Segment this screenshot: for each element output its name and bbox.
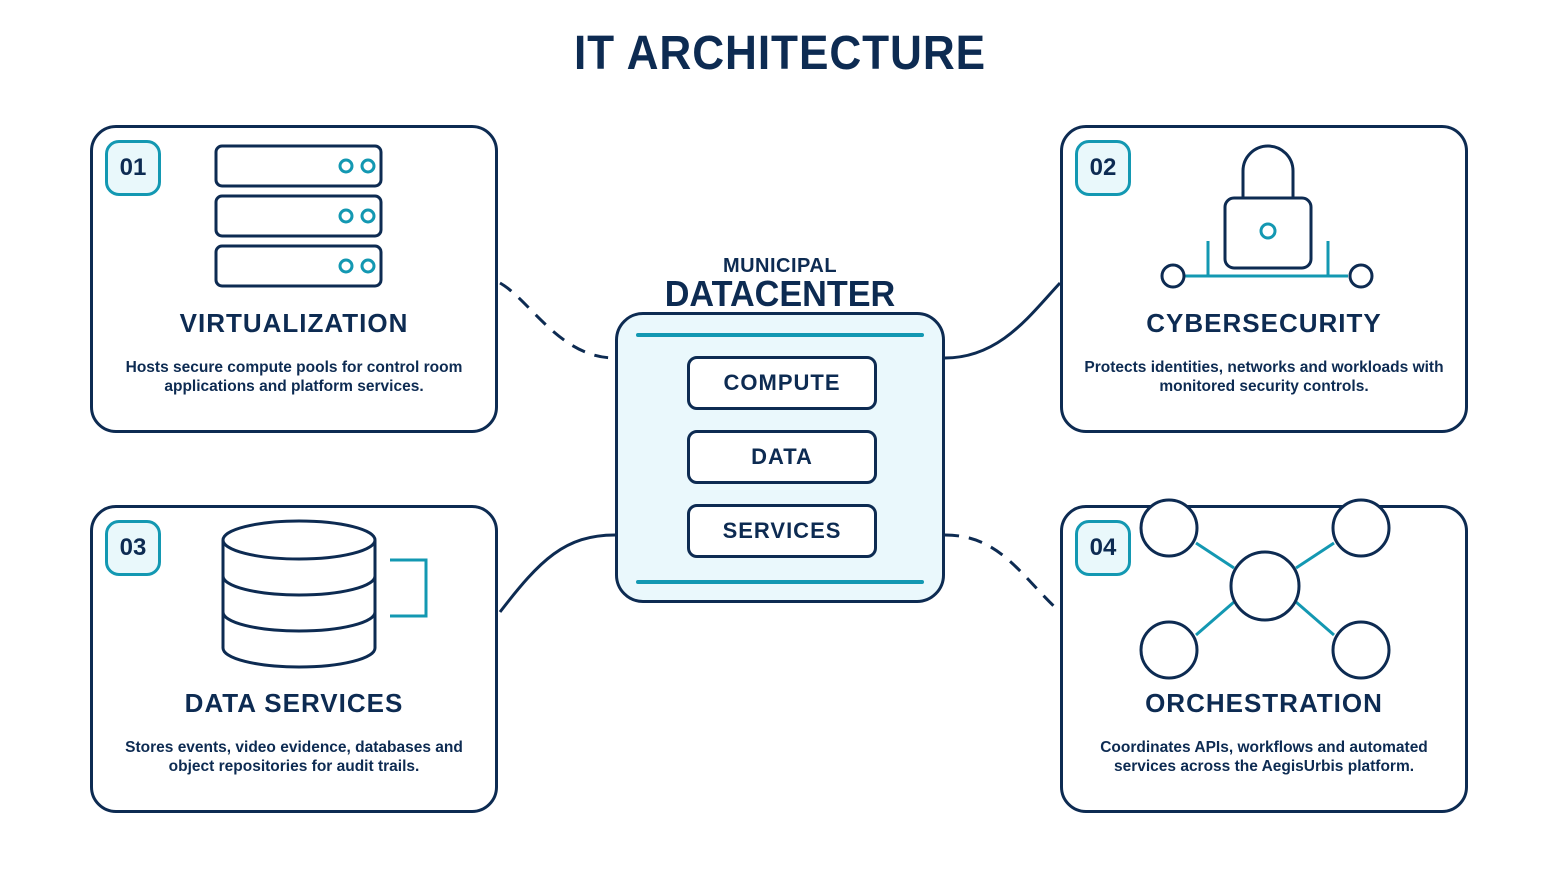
datacenter-title: DATACENTER xyxy=(664,273,896,314)
card-virtualization: 01 VIRTUALIZATION Hosts secure compute p… xyxy=(90,125,498,433)
card-description: Hosts secure compute pools for control r… xyxy=(125,359,463,395)
datacenter-top-rule xyxy=(636,333,924,337)
card-title: ORCHESTRATION xyxy=(1145,688,1383,718)
card-description: Protects identities, networks and worklo… xyxy=(1084,359,1444,395)
datacenter-subtitle: MUNICIPAL xyxy=(722,255,838,277)
card-description: Coordinates APIs, workflows and automate… xyxy=(1100,739,1428,775)
node-network-icon xyxy=(1139,498,1391,680)
card-cybersecurity: 02 CYBERSECURITY Protects identities, ne… xyxy=(1060,125,1468,433)
connector-data-services xyxy=(498,533,616,613)
connector-cybersecurity xyxy=(944,281,1062,360)
card-title: DATA SERVICES xyxy=(184,688,404,718)
card-data-services: 03 DATA SERVICES Stores events, video ev… xyxy=(90,505,498,813)
padlock-network-icon xyxy=(1160,144,1374,289)
database-icon xyxy=(221,519,428,669)
card-title: CYBERSECURITY xyxy=(1146,308,1382,338)
card-number-badge: 01 xyxy=(105,140,161,196)
card-description: Stores events, video evidence, databases… xyxy=(125,739,463,775)
card-number-badge: 02 xyxy=(1075,140,1131,196)
datacenter-box: COMPUTE DATA SERVICES xyxy=(615,312,945,603)
datacenter-item-services: SERVICES xyxy=(687,504,877,558)
card-number-badge: 03 xyxy=(105,520,161,576)
page-title: IT ARCHITECTURE xyxy=(573,27,987,80)
card-title: VIRTUALIZATION xyxy=(179,308,409,338)
server-rack-icon xyxy=(214,144,383,288)
datacenter-item-data: DATA xyxy=(687,430,877,484)
datacenter-bottom-rule xyxy=(636,580,924,584)
connector-orchestration xyxy=(944,533,1062,614)
card-number-badge: 04 xyxy=(1075,520,1131,576)
connector-virtualization xyxy=(499,281,616,360)
datacenter-item-compute: COMPUTE xyxy=(687,356,877,410)
